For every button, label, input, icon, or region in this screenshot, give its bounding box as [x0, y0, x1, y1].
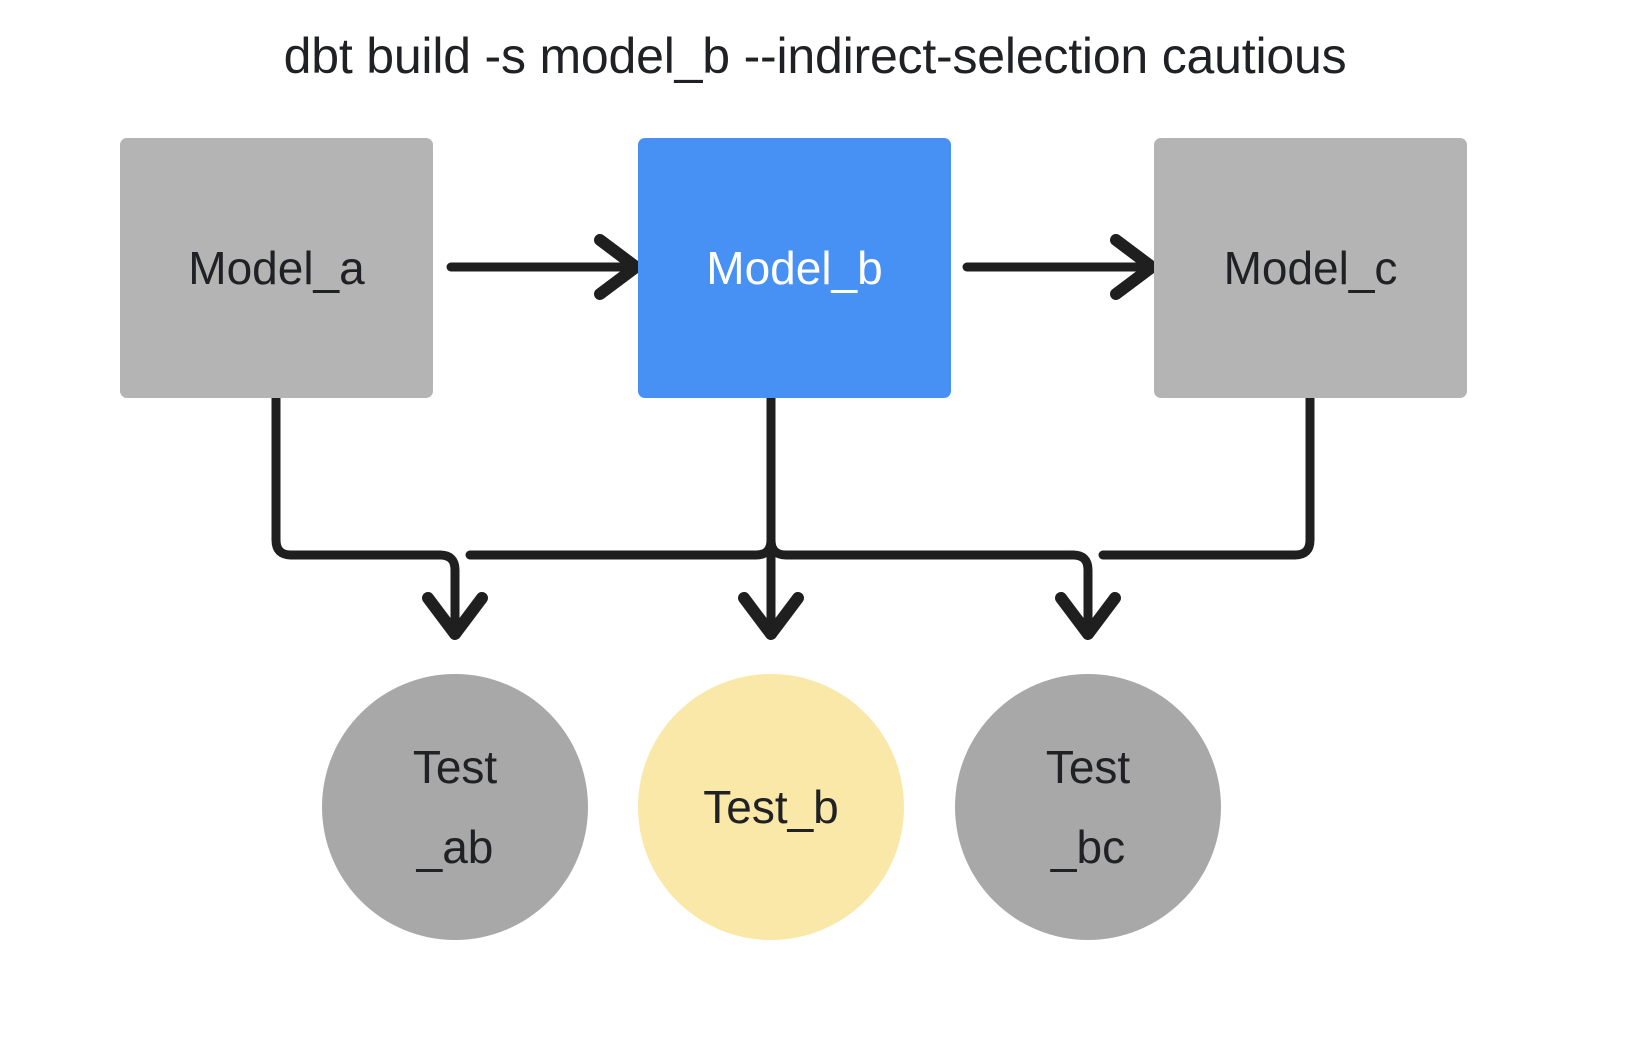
node-model-a[interactable]: Model_a: [120, 138, 433, 398]
edge-model-a-to-model-b: [446, 234, 642, 300]
node-test-bc[interactable]: Test _bc: [955, 674, 1221, 940]
node-test-bc-label-line2: _bc: [1050, 821, 1126, 873]
edge-model-c-to-test-bc: [1098, 393, 1315, 560]
edge-model-b-to-bus-left: [465, 393, 776, 560]
edge-model-a-to-test-ab: [271, 393, 445, 560]
node-test-bc-label-line1: Test: [1045, 741, 1131, 793]
node-test-ab-label-line1: Test: [412, 741, 498, 793]
node-model-c[interactable]: Model_c: [1154, 138, 1467, 398]
edge-bus-right: [1055, 550, 1121, 640]
node-model-b-label: Model_b: [706, 242, 883, 294]
node-model-b[interactable]: Model_b: [638, 138, 951, 398]
node-test-b[interactable]: Test_b: [638, 674, 904, 940]
node-test-b-label-line1: Test_b: [703, 781, 839, 833]
edge-bus-left: [286, 550, 488, 640]
node-model-c-label: Model_c: [1223, 242, 1398, 294]
diagram-title: dbt build -s model_b --indirect-selectio…: [283, 28, 1347, 84]
node-model-a-label: Model_a: [188, 242, 365, 294]
node-test-ab-label-line2: _ab: [416, 821, 494, 873]
edge-model-b-to-model-c: [962, 234, 1158, 300]
edge-model-b-to-test-b: [738, 393, 804, 640]
edge-model-b-to-bus-right: [766, 393, 1078, 560]
node-test-ab[interactable]: Test _ab: [322, 674, 588, 940]
